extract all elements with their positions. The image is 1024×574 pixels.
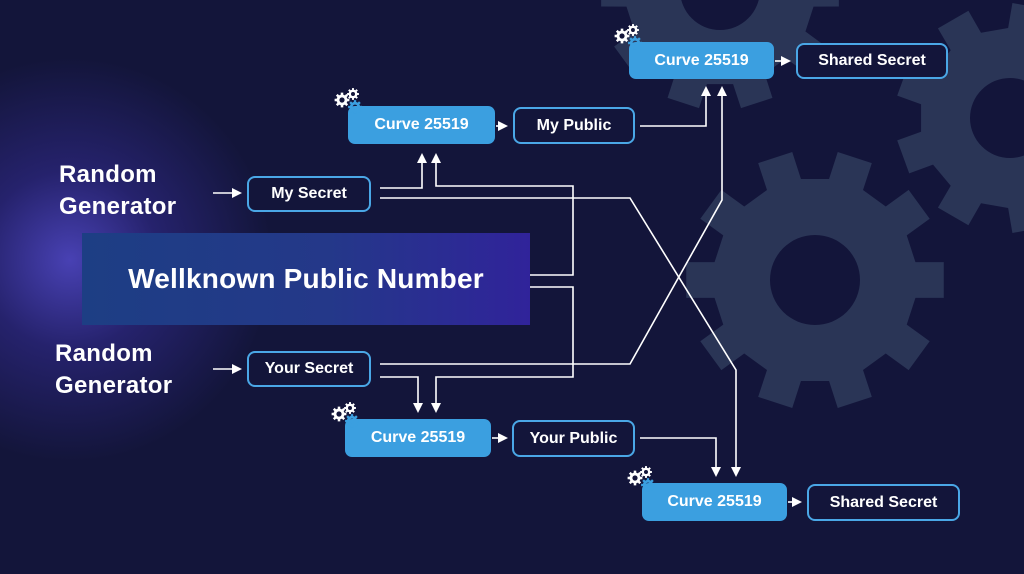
shared-secret-bottom-box: Shared Secret [807, 484, 960, 521]
background-gear [686, 152, 944, 408]
shared-secret-top-label: Shared Secret [818, 52, 926, 69]
curve-25519-top-box: Curve 25519 [348, 106, 495, 144]
connector-my-public-curve-shared-top [640, 86, 711, 127]
connector-banner-curve-bottom [431, 286, 574, 413]
gears-icon [334, 88, 362, 114]
curve-25519-shared-top-box: Curve 25519 [629, 42, 774, 79]
connector-your-public-curve-shared-bottom [640, 437, 721, 477]
curve-25519-bottom-label: Curve 25519 [370, 429, 466, 446]
shared-secret-top-box: Shared Secret [796, 43, 948, 79]
connector-your-secret-curve-shared-top [380, 86, 727, 365]
your-secret-label: Your Secret [264, 360, 354, 377]
gears-icon [627, 466, 655, 492]
connector-your-secret-curve-bottom [380, 376, 423, 413]
connector-banner-curve-top [431, 153, 574, 276]
gears-icon [614, 24, 642, 50]
my-public-box: My Public [513, 107, 635, 144]
connector-my-secret-curve-shared-bottom [380, 197, 741, 477]
curve-25519-shared-bottom-label: Curve 25519 [667, 493, 762, 510]
your-secret-box: Your Secret [247, 351, 371, 387]
random-generator-bottom-label: Random Generator [55, 340, 173, 399]
curve-25519-shared-top-label: Curve 25519 [654, 51, 749, 69]
random-generator-top: Random Generator [59, 159, 176, 223]
shared-secret-bottom-label: Shared Secret [829, 493, 938, 511]
wellknown-public-number-label: Wellknown Public Number [128, 263, 484, 294]
my-public-label: My Public [536, 116, 612, 134]
background-gear [897, 3, 1024, 233]
your-public-box: Your Public [512, 420, 635, 457]
curve-25519-top-label: Curve 25519 [374, 116, 469, 133]
my-secret-box: My Secret [247, 176, 371, 212]
my-secret-label: My Secret [271, 185, 347, 202]
random-generator-bottom: Random Generator [55, 338, 172, 402]
curve-25519-bottom-box: Curve 25519 [345, 419, 491, 457]
random-generator-top-label: Random Generator [59, 161, 177, 220]
wellknown-public-number-banner: Wellknown Public Number [82, 233, 530, 325]
gears-icon [331, 402, 359, 428]
curve-25519-shared-bottom-box: Curve 25519 [642, 483, 787, 521]
your-public-label: Your Public [529, 429, 618, 447]
connector-my-secret-curve-top [380, 153, 427, 189]
